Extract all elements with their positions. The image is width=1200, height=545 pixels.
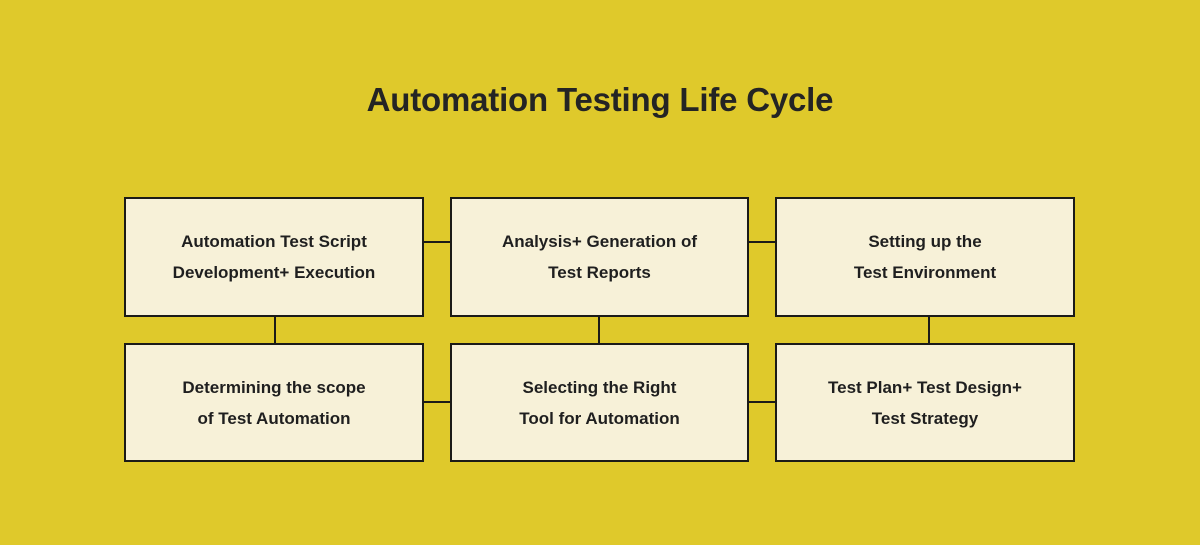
connector-line-n3-n6 <box>928 317 930 343</box>
connector-line-n5-n6 <box>749 401 775 403</box>
flow-node-test-plan-design-strategy: Test Plan+ Test Design+ Test Strategy <box>775 343 1075 462</box>
flow-node-determining-the-scope: Determining the scope of Test Automation <box>124 343 424 462</box>
connector-line-n1-n2 <box>424 241 450 243</box>
flow-node-label: Test Plan+ Test Design+ Test Strategy <box>828 377 1022 428</box>
flow-node-selecting-the-right-tool: Selecting the Right Tool for Automation <box>450 343 749 462</box>
flow-node-analysis-generation-of-test-reports: Analysis+ Generation of Test Reports <box>450 197 749 317</box>
connector-line-n4-n5 <box>424 401 450 403</box>
flow-node-label: Determining the scope of Test Automation <box>182 377 366 428</box>
flow-node-label: Automation Test Script Development+ Exec… <box>172 232 376 282</box>
flow-node-label: Setting up the Test Environment <box>853 232 997 282</box>
flow-node-setting-up-the-test-environment: Setting up the Test Environment <box>775 197 1075 317</box>
connector-line-n1-n4 <box>274 317 276 343</box>
connector-line-n2-n5 <box>598 317 600 343</box>
flow-node-automation-test-script: Automation Test Script Development+ Exec… <box>124 197 424 317</box>
connector-line-n2-n3 <box>749 241 775 243</box>
page-title: Automation Testing Life Cycle <box>366 81 834 118</box>
flow-node-label: Analysis+ Generation of Test Reports <box>501 232 698 282</box>
flow-node-label: Selecting the Right Tool for Automation <box>519 377 680 428</box>
